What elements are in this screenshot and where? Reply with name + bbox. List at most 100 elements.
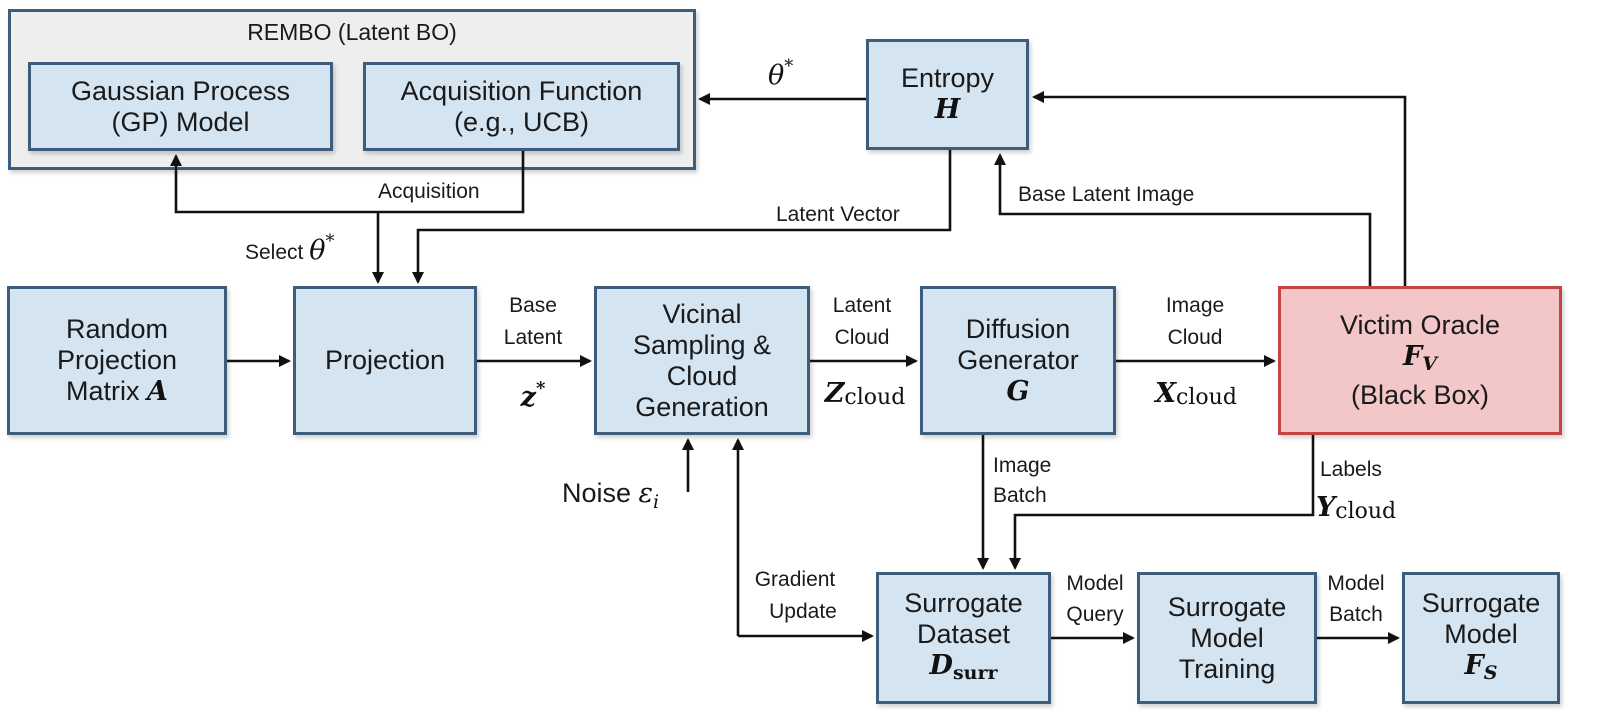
victim-line-3: (Black Box) bbox=[1350, 380, 1490, 410]
model-batch-label-1: Model bbox=[1327, 572, 1385, 595]
base-latent-label-1: Base bbox=[509, 294, 557, 317]
theta-symbol: θ bbox=[768, 60, 785, 91]
x-cloud-symbol: Xcloud bbox=[1155, 378, 1237, 410]
z-cloud-label: Zcloud bbox=[825, 378, 906, 414]
edge-victim-to-entropy bbox=[1032, 91, 1407, 286]
smodel-symbol: FS bbox=[1465, 650, 1498, 689]
noise-sub: i bbox=[653, 491, 660, 513]
vicinal-sampling-box: Vicinal Sampling & Cloud Generation bbox=[594, 286, 810, 435]
surrogate-model-box: Surrogate Model FS bbox=[1402, 572, 1560, 704]
victim-f: F bbox=[1403, 341, 1423, 372]
training-line-1: Surrogate bbox=[1167, 591, 1287, 622]
projection-box: Projection bbox=[293, 286, 477, 435]
z-symbol: z bbox=[520, 382, 536, 413]
latent-vector-label: Latent Vector bbox=[776, 203, 900, 226]
vicinal-line-2: Sampling & bbox=[632, 329, 772, 360]
diffusion-generator-box: Diffusion Generator G bbox=[920, 286, 1116, 435]
latent-cloud-label-2: Cloud bbox=[834, 326, 890, 349]
y-cloud-y: Y bbox=[1316, 492, 1336, 523]
gradient-update-label-2: Update bbox=[769, 600, 837, 623]
surrogate-dataset-box: Surrogate Dataset Dsurr bbox=[876, 572, 1051, 704]
x-cloud-sub: cloud bbox=[1176, 385, 1237, 410]
entropy-box: Entropy H bbox=[866, 39, 1029, 150]
victim-symbol: FV bbox=[1403, 341, 1437, 380]
matrix-a-symbol: A bbox=[147, 375, 168, 407]
gradient-update-label-1: Gradient bbox=[754, 568, 836, 591]
base-latent-image-label: Base Latent Image bbox=[1018, 183, 1195, 206]
edge-labels bbox=[1009, 435, 1315, 570]
entropy-symbol: H bbox=[934, 94, 961, 125]
entropy-label: Entropy bbox=[900, 63, 995, 93]
gp-line-2: (GP) Model bbox=[111, 106, 250, 137]
theta-star-label: θ* bbox=[768, 56, 793, 91]
random-projection-box: Random Projection Matrix A bbox=[7, 286, 227, 435]
smodel-f: F bbox=[1464, 649, 1484, 681]
diffusion-symbol: G bbox=[1006, 375, 1030, 407]
training-line-3: Training bbox=[1178, 653, 1276, 684]
x-cloud-x: X bbox=[1155, 378, 1177, 409]
gaussian-process-box: Gaussian Process (GP) Model bbox=[28, 62, 333, 151]
image-batch-label-1: Image bbox=[993, 454, 1052, 477]
acquisition-function-box: Acquisition Function (e.g., UCB) bbox=[363, 62, 680, 151]
dataset-d: D bbox=[929, 649, 953, 681]
y-cloud-sub: cloud bbox=[1335, 499, 1397, 524]
select-theta-sup: * bbox=[325, 231, 335, 252]
victim-line-1: Victim Oracle bbox=[1339, 310, 1501, 340]
noise-text: Noise bbox=[562, 478, 639, 508]
z-star-label: z* bbox=[521, 373, 546, 414]
image-cloud-label-2: Cloud bbox=[1167, 326, 1223, 349]
y-cloud-label: Ycloud bbox=[1316, 492, 1396, 528]
latent-cloud-label-1: Latent bbox=[832, 294, 892, 317]
gp-line-1: Gaussian Process bbox=[70, 75, 291, 106]
vicinal-line-4: Generation bbox=[635, 391, 769, 422]
labels-label: Labels bbox=[1320, 458, 1382, 481]
z-cloud-sub: cloud bbox=[844, 385, 906, 410]
select-theta-symbol: θ bbox=[309, 235, 326, 266]
z-cloud-symbol: Zcloud bbox=[824, 378, 906, 410]
diffusion-line-1: Diffusion bbox=[965, 313, 1071, 344]
acquisition-label: Acquisition bbox=[378, 180, 480, 203]
vicinal-line-1: Vicinal bbox=[662, 298, 742, 329]
victim-sub: V bbox=[1422, 353, 1437, 375]
edge-latent-vector bbox=[412, 150, 952, 284]
dataset-sub: surr bbox=[952, 661, 998, 684]
surrogate-training-box: Surrogate Model Training bbox=[1137, 572, 1317, 704]
random-line-3: Matrix A bbox=[66, 376, 168, 408]
acq-line-2: (e.g., UCB) bbox=[453, 106, 589, 137]
model-batch-label-2: Batch bbox=[1329, 603, 1383, 626]
training-line-2: Model bbox=[1190, 622, 1264, 653]
random-line-2: Projection bbox=[56, 344, 178, 375]
z-cloud-z: Z bbox=[824, 378, 845, 409]
random-line-1: Random bbox=[65, 313, 169, 344]
dataset-line-2: Dataset bbox=[916, 618, 1011, 649]
edge-base-latent-image bbox=[994, 153, 1372, 286]
theta-star-sup: * bbox=[784, 56, 794, 77]
acq-line-1: Acquisition Function bbox=[400, 75, 643, 106]
model-query-label-2: Query bbox=[1066, 603, 1124, 626]
smodel-sub: S bbox=[1483, 661, 1498, 684]
base-latent-label-2: Latent bbox=[503, 326, 563, 349]
noise-label: Noise εi bbox=[562, 478, 659, 513]
y-cloud-symbol: Ycloud bbox=[1316, 492, 1397, 524]
edge-acquisition-loop bbox=[170, 151, 525, 214]
dataset-symbol: Dsurr bbox=[930, 650, 998, 689]
smodel-line-1: Surrogate bbox=[1421, 587, 1541, 618]
select-theta-label: Select θ* bbox=[245, 231, 334, 266]
victim-oracle-box: Victim Oracle FV (Black Box) bbox=[1278, 286, 1562, 435]
random-matrix-text: Matrix bbox=[66, 375, 148, 406]
rembo-title: REMBO (Latent BO) bbox=[247, 19, 457, 45]
diffusion-line-2: Generator bbox=[957, 344, 1079, 375]
dataset-line-1: Surrogate bbox=[904, 587, 1023, 618]
model-query-label-1: Model bbox=[1066, 572, 1124, 595]
vicinal-line-3: Cloud bbox=[666, 360, 738, 391]
z-star-sup: * bbox=[535, 378, 546, 399]
smodel-line-2: Model bbox=[1444, 618, 1518, 649]
image-batch-label-2: Batch bbox=[993, 484, 1047, 507]
x-cloud-label: Xcloud bbox=[1155, 378, 1237, 414]
projection-label: Projection bbox=[324, 345, 446, 375]
select-text: Select bbox=[245, 241, 310, 264]
image-cloud-label-1: Image bbox=[1165, 294, 1225, 317]
noise-epsilon: ε bbox=[638, 478, 654, 509]
